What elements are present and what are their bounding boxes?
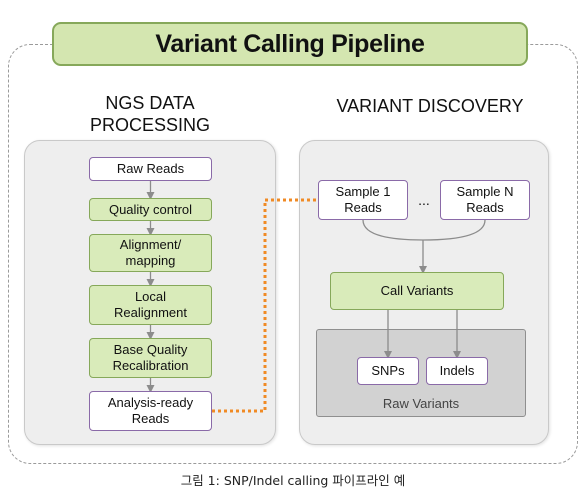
alignment-mapping-box: Alignment/ mapping bbox=[89, 234, 212, 272]
raw-reads-label: Raw Reads bbox=[116, 161, 185, 176]
base-quality-label-line1: Base Quality bbox=[113, 342, 188, 357]
base-quality-recalibration-box: Base Quality Recalibration bbox=[89, 338, 212, 378]
raw-variants-group bbox=[316, 329, 526, 417]
samples-ellipsis: ... bbox=[418, 192, 430, 208]
left-column-heading-line2: PROCESSING bbox=[89, 115, 211, 135]
snps-box: SNPs bbox=[357, 357, 419, 385]
call-variants-label: Call Variants bbox=[380, 283, 454, 298]
analysis-ready-label-line1: Analysis-ready bbox=[107, 395, 194, 410]
raw-variants-label: Raw Variants bbox=[382, 395, 460, 411]
dotted-connector bbox=[212, 198, 318, 413]
page-title: Variant Calling Pipeline bbox=[52, 22, 528, 66]
analysis-ready-reads-box: Analysis-ready Reads bbox=[89, 391, 212, 431]
merge-curve bbox=[362, 219, 486, 241]
sample-n-label-line1: Sample N bbox=[456, 184, 514, 199]
indels-box: Indels bbox=[426, 357, 488, 385]
left-column-heading-line1: NGS DATA bbox=[105, 93, 195, 113]
base-quality-label-line2: Recalibration bbox=[112, 358, 189, 373]
alignment-label-line1: Alignment/ bbox=[119, 237, 182, 252]
indels-label: Indels bbox=[439, 363, 475, 378]
quality-control-label: Quality control bbox=[108, 201, 193, 217]
sample-1-label-line2: Reads bbox=[344, 200, 382, 215]
local-realignment-label-line2: Realignment bbox=[114, 305, 187, 320]
raw-reads-box: Raw Reads bbox=[89, 157, 212, 181]
analysis-ready-label-line2: Reads bbox=[131, 411, 170, 426]
alignment-label-line2: mapping bbox=[125, 253, 176, 268]
sample-n-reads-box: Sample N Reads bbox=[440, 180, 530, 220]
sample-n-label-line2: Reads bbox=[466, 200, 504, 215]
local-realignment-box: Local Realignment bbox=[89, 285, 212, 325]
right-column-heading: VARIANT DISCOVERY bbox=[336, 96, 524, 116]
quality-control-box: Quality control bbox=[89, 198, 212, 221]
sample-1-label-line1: Sample 1 bbox=[335, 184, 391, 199]
snps-label: SNPs bbox=[371, 363, 405, 378]
call-variants-box: Call Variants bbox=[330, 272, 504, 310]
sample-1-reads-box: Sample 1 Reads bbox=[318, 180, 408, 220]
figure-caption: 그림 1: SNP/Indel calling 파이프라인 예 bbox=[180, 473, 406, 488]
local-realignment-label-line1: Local bbox=[134, 289, 167, 304]
